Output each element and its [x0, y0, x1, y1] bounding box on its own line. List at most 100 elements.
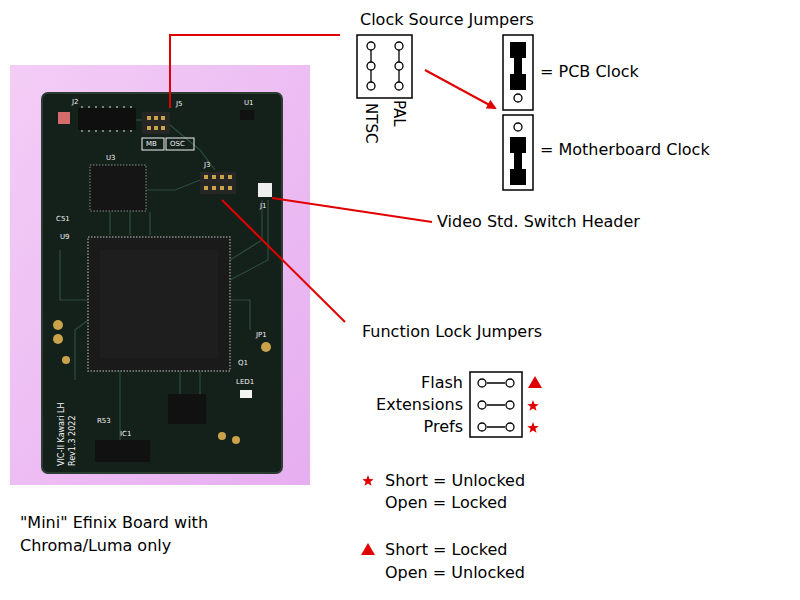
art-detail [58, 112, 70, 124]
art-detail [90, 165, 146, 211]
legend-text: = PCB Clock [540, 62, 639, 82]
art-detail [204, 175, 232, 190]
art-detail [142, 112, 170, 134]
art-detail [147, 126, 151, 130]
silkscreen-label: U9 [60, 232, 70, 242]
art-detail [361, 543, 375, 555]
art-detail [147, 116, 151, 120]
art-detail [487, 383, 505, 427]
art-detail [478, 401, 486, 409]
standard-label: PAL [389, 100, 409, 127]
art-detail [230, 300, 250, 330]
art-detail [179, 371, 180, 395]
art-detail [204, 175, 208, 179]
art-detail [212, 175, 216, 179]
art-detail [228, 175, 232, 179]
art-detail [62, 356, 70, 364]
art-detail [161, 126, 165, 130]
art-detail [82, 130, 131, 132]
art-detail [170, 35, 340, 108]
art-detail [478, 379, 486, 387]
art-detail [119, 371, 120, 440]
art-detail [228, 186, 232, 190]
art-detail [395, 82, 403, 90]
art-detail [487, 383, 505, 427]
caption-text: "Mini" Efinix Board with Chroma/Luma onl… [20, 511, 282, 557]
art-detail [470, 372, 522, 437]
jumper-shunt-symbols [503, 35, 533, 190]
art-detail [199, 371, 200, 395]
art-detail [95, 440, 150, 462]
silkscreen-label: J1 [260, 201, 267, 211]
silkscreen-label: VIC-II Kawari LH [57, 402, 67, 466]
art-detail [261, 342, 271, 352]
art-detail [362, 475, 373, 486]
art-detail [154, 126, 158, 130]
art-detail [82, 106, 131, 132]
art-detail [527, 422, 538, 433]
jumper-label: Extensions [376, 395, 463, 415]
callout-label: Video Std. Switch Header [437, 212, 640, 232]
art-detail [357, 35, 412, 98]
silkscreen-label: J5 [176, 99, 183, 109]
art-detail [78, 108, 136, 130]
leader-lines [170, 35, 495, 322]
art-detail [42, 93, 282, 473]
art-detail [204, 186, 208, 190]
legend-text: = Motherboard Clock [540, 140, 710, 160]
standard-label: NTSC [361, 103, 381, 143]
section-heading: Clock Source Jumpers [360, 10, 534, 30]
art-detail [53, 334, 63, 344]
legend-text: Short = Locked [385, 540, 507, 560]
legend-text: Open = Unlocked [385, 563, 525, 583]
silkscreen-label: IC1 [120, 429, 131, 439]
art-detail [220, 175, 224, 179]
art-detail [272, 198, 432, 222]
art-detail [60, 120, 268, 440]
art-detail [367, 42, 375, 50]
art-detail [147, 116, 165, 130]
art-detail [503, 115, 533, 190]
art-detail [220, 186, 224, 190]
jumper-label: Prefs [424, 417, 463, 437]
art-detail [109, 212, 110, 235]
art-detail [478, 379, 514, 431]
art-detail [527, 400, 538, 411]
art-detail [136, 119, 142, 120]
art-detail [478, 423, 486, 431]
art-detail [425, 70, 495, 108]
art-detail [222, 200, 345, 322]
clock-jumper-box [357, 35, 412, 98]
art-detail [142, 138, 164, 150]
art-detail [514, 94, 522, 102]
silkscreen-label: U1 [244, 98, 254, 108]
art-detail [166, 138, 194, 150]
function-lock-box [470, 372, 542, 437]
silkscreen-label: J2 [72, 97, 79, 107]
art-detail [100, 250, 218, 358]
silkscreen-label: Q1 [238, 358, 248, 368]
silkscreen-label: J3 [204, 160, 211, 170]
art-detail [218, 432, 226, 440]
art-detail [168, 394, 206, 424]
silkscreen-label: OSC [170, 139, 185, 149]
art-detail [232, 436, 240, 444]
art-detail [161, 116, 165, 120]
legend-text: Short = Unlocked [385, 471, 525, 491]
art-detail [506, 379, 514, 387]
art-detail [367, 62, 375, 70]
art-detail [395, 62, 403, 70]
art-detail [258, 183, 272, 197]
art-detail [510, 137, 526, 185]
art-detail [154, 116, 158, 120]
silkscreen-label: R53 [97, 416, 111, 426]
art-detail [200, 172, 236, 194]
art-detail [240, 110, 254, 120]
art-detail [240, 390, 252, 398]
art-detail [514, 123, 522, 131]
silkscreen-label: C51 [56, 214, 70, 224]
art-detail [503, 35, 533, 110]
art-detail [212, 186, 216, 190]
art-detail [53, 320, 271, 444]
